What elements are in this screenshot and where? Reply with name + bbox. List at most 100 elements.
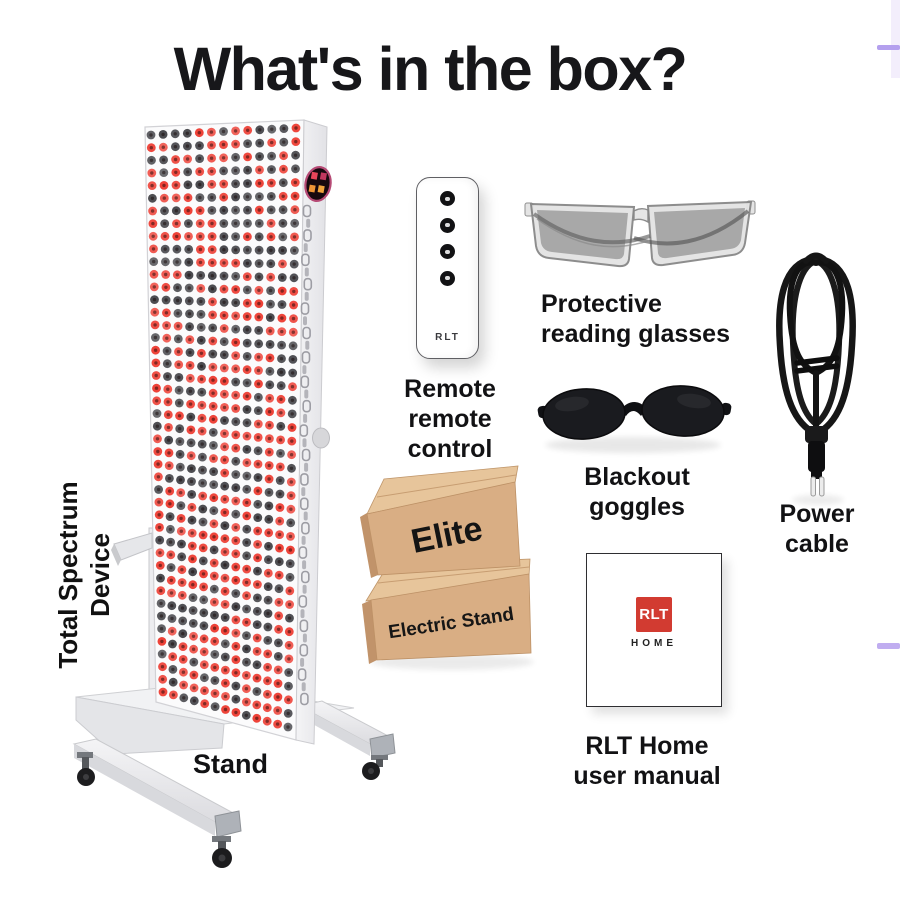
led-core: [149, 133, 153, 137]
led-core: [155, 437, 160, 441]
led-core: [265, 719, 269, 723]
led-core: [178, 439, 182, 444]
led-core: [222, 261, 226, 265]
led-core: [198, 234, 202, 239]
led-core: [223, 576, 227, 580]
led-core: [257, 154, 262, 159]
led-core: [149, 158, 154, 162]
led-core: [177, 414, 182, 418]
led-core: [244, 633, 249, 638]
led-core: [166, 425, 171, 430]
goggles-label-line2: goggles: [589, 493, 685, 521]
led-core: [186, 183, 190, 187]
led-core: [157, 513, 161, 517]
led-core: [267, 517, 271, 521]
led-core: [199, 351, 204, 355]
led-core: [276, 627, 281, 631]
led-core: [187, 325, 192, 329]
led-core: [291, 330, 295, 334]
led-core: [258, 128, 262, 132]
led-core: [234, 393, 238, 397]
chain-link: [303, 243, 308, 253]
led-core: [280, 262, 285, 266]
led-core: [156, 449, 160, 454]
led-core: [165, 362, 169, 366]
chain-link: [301, 487, 306, 497]
led-core: [234, 697, 238, 701]
device-label-line2: Device: [85, 533, 115, 617]
led-core: [171, 655, 175, 659]
led-core: [200, 416, 204, 420]
led-core: [198, 208, 202, 213]
page-edge-column: [891, 0, 900, 78]
cable-top-bend: [803, 252, 829, 264]
led-core: [234, 340, 238, 345]
chain-link: [302, 204, 312, 218]
led-core: [222, 326, 226, 331]
led-core: [223, 629, 227, 633]
led-core: [171, 667, 175, 672]
manual-label: RLT Home user manual: [562, 731, 732, 791]
led-core: [245, 540, 249, 545]
led-core: [291, 303, 296, 307]
led-core: [245, 235, 250, 239]
led-core: [279, 424, 283, 428]
led-core: [190, 531, 194, 535]
led-core: [280, 289, 284, 293]
led-core: [212, 482, 216, 487]
led-core: [157, 500, 161, 504]
led-core: [244, 620, 249, 624]
led-core: [258, 141, 262, 145]
led-core: [210, 182, 214, 186]
led-core: [287, 630, 291, 634]
led-core: [255, 689, 259, 694]
led-core: [211, 352, 215, 356]
led-core: [169, 565, 173, 570]
led-core: [223, 602, 227, 607]
led-core: [198, 195, 202, 200]
plug-prong-right: [819, 476, 825, 497]
led-core: [256, 489, 260, 493]
led-core: [290, 385, 295, 389]
led-core: [292, 235, 297, 239]
led-core: [160, 665, 165, 669]
led-core: [176, 324, 180, 328]
led-core: [180, 593, 184, 597]
led-core: [202, 663, 206, 667]
chain-link: [299, 619, 309, 633]
led-core: [198, 182, 202, 187]
led-core: [199, 338, 203, 342]
led-core: [190, 518, 194, 522]
led-core: [168, 489, 172, 493]
led-core: [161, 158, 166, 162]
led-core: [268, 329, 272, 333]
led-core: [168, 540, 173, 544]
led-core: [269, 154, 274, 158]
led-core: [233, 129, 238, 133]
led-core: [149, 146, 153, 150]
led-core: [255, 582, 260, 587]
led-core: [276, 668, 280, 672]
led-core: [257, 235, 261, 239]
led-core: [168, 527, 173, 531]
led-core: [267, 450, 271, 454]
led-core: [186, 234, 191, 239]
led-core: [180, 606, 185, 610]
led-core: [189, 479, 194, 484]
led-core: [165, 374, 170, 379]
led-core: [150, 196, 155, 200]
led-core: [257, 275, 261, 279]
led-core: [201, 572, 206, 576]
led-core: [188, 363, 192, 368]
led-core: [279, 357, 284, 361]
led-core: [211, 469, 216, 474]
led-core: [178, 427, 182, 431]
led-core: [268, 342, 272, 347]
led-core: [191, 608, 195, 613]
led-core: [210, 195, 214, 200]
led-core: [161, 132, 165, 137]
led-core: [287, 602, 292, 607]
led-core: [177, 388, 181, 392]
led-core: [175, 234, 179, 239]
